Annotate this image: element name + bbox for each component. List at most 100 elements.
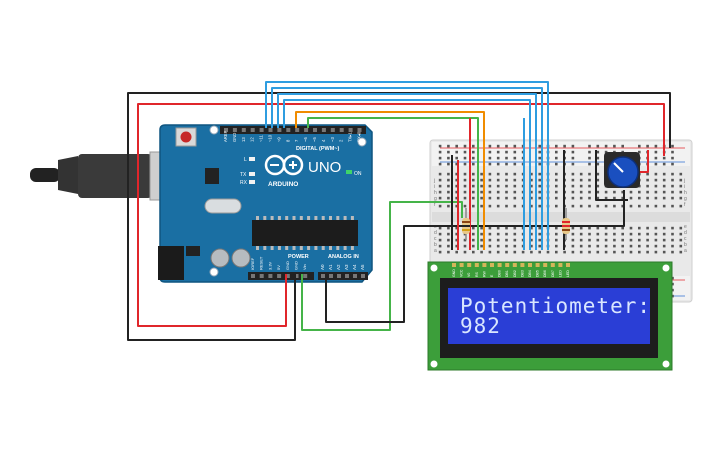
digital-pin[interactable]	[321, 128, 326, 132]
bb-hole	[496, 244, 500, 248]
rail-hole	[538, 162, 541, 166]
rail-hole	[447, 162, 450, 166]
bb-hole	[671, 172, 674, 176]
bb-hole	[530, 226, 533, 230]
lcd-pin[interactable]	[452, 263, 456, 267]
bb-hole	[629, 204, 633, 208]
power-pin[interactable]	[294, 274, 299, 278]
digital-pin[interactable]	[224, 128, 228, 132]
lcd-pin[interactable]	[474, 263, 479, 267]
rail-hole	[638, 150, 641, 154]
analog-pin[interactable]	[345, 274, 349, 278]
analog-pin[interactable]	[329, 274, 333, 278]
bb-hole	[538, 204, 541, 208]
lcd-pin[interactable]	[528, 263, 532, 267]
digital-pin[interactable]	[330, 128, 335, 132]
resistor-contrast[interactable]	[462, 208, 470, 240]
bb-hole	[662, 178, 666, 182]
lcd-pin[interactable]	[550, 263, 555, 267]
analog-header[interactable]	[318, 272, 368, 280]
power-pin[interactable]	[285, 274, 290, 278]
power-pin-label: Vin	[302, 264, 307, 270]
digital-pin[interactable]	[259, 128, 264, 132]
digital-pin[interactable]	[348, 128, 353, 132]
bb-hole	[505, 244, 508, 248]
resistor-backlight[interactable]	[562, 208, 570, 240]
rail-hole	[654, 156, 658, 160]
bb-hole	[638, 244, 641, 248]
digital-pin[interactable]	[232, 128, 237, 132]
lcd-pin[interactable]	[505, 263, 510, 267]
digital-pin[interactable]	[295, 128, 300, 132]
bb-hole	[513, 184, 517, 188]
bb-hole	[613, 232, 616, 236]
lcd-pin[interactable]	[490, 263, 494, 267]
bb-hole	[646, 238, 649, 242]
bb-hole	[596, 226, 600, 230]
lcd-pin[interactable]	[467, 263, 472, 267]
rail-hole	[563, 144, 566, 148]
bb-hole	[629, 244, 633, 248]
lcd-pin[interactable]	[520, 263, 525, 267]
rail-hole	[488, 150, 492, 154]
bb-hole	[530, 238, 533, 242]
bb-hole	[447, 250, 450, 254]
lcd-pin[interactable]	[497, 263, 502, 267]
bb-hole	[455, 204, 458, 208]
lcd-pin-label: VCC	[460, 269, 464, 277]
power-pin[interactable]	[259, 274, 264, 278]
digital-pin[interactable]	[357, 128, 362, 132]
lcd-pin[interactable]	[543, 263, 548, 267]
digital-header[interactable]	[220, 126, 366, 134]
lcd-pin[interactable]	[512, 263, 517, 267]
bb-hole	[555, 226, 558, 230]
analog-pin-label: A4	[352, 264, 357, 270]
rail-hole	[447, 150, 450, 154]
lcd-pin-label: RS	[475, 271, 479, 277]
rail-hole	[555, 156, 558, 160]
digital-pin[interactable]	[268, 128, 273, 132]
power-pin[interactable]	[277, 274, 282, 278]
analog-pin[interactable]	[353, 274, 357, 278]
analog-pin[interactable]	[321, 274, 325, 278]
bb-row-letter: g	[434, 196, 437, 202]
digital-pin[interactable]	[277, 128, 282, 132]
digital-pin[interactable]	[313, 128, 317, 132]
lcd-pin[interactable]	[558, 263, 563, 267]
digital-pin[interactable]	[339, 128, 344, 132]
power-pin[interactable]	[303, 274, 308, 278]
digital-pin[interactable]	[304, 128, 309, 132]
dc-jack[interactable]	[158, 246, 184, 280]
analog-pin[interactable]	[337, 274, 341, 278]
wire-a0	[301, 201, 463, 331]
bb-row-letter: e	[684, 224, 687, 230]
power-pin[interactable]	[268, 274, 273, 278]
bb-hole	[496, 190, 500, 194]
bb-hole	[588, 172, 591, 176]
potentiometer[interactable]	[604, 152, 640, 188]
rail-hole	[505, 150, 508, 154]
rail-hole	[472, 150, 475, 154]
bb-row-letter: i	[434, 184, 435, 190]
lcd-pin[interactable]	[459, 263, 464, 267]
bb-hole	[638, 250, 641, 254]
bb-hole	[629, 226, 633, 230]
rail-hole	[505, 144, 508, 148]
bb-hole	[538, 196, 541, 200]
digital-pin[interactable]	[241, 128, 246, 132]
bb-hole	[654, 226, 658, 230]
lcd-pin[interactable]	[482, 263, 487, 267]
bb-row-letter: g	[684, 196, 687, 202]
arduino-brand: ARDUINO	[268, 181, 298, 188]
power-pin[interactable]	[251, 274, 255, 278]
digital-pin[interactable]	[250, 128, 255, 132]
bb-hole	[555, 178, 558, 182]
lcd-pin[interactable]	[535, 263, 540, 267]
bb-hole	[505, 238, 508, 242]
analog-pin[interactable]	[361, 274, 365, 278]
lcd-pin[interactable]	[566, 263, 570, 267]
wire-d12	[265, 81, 549, 250]
digital-pin[interactable]	[286, 128, 291, 132]
